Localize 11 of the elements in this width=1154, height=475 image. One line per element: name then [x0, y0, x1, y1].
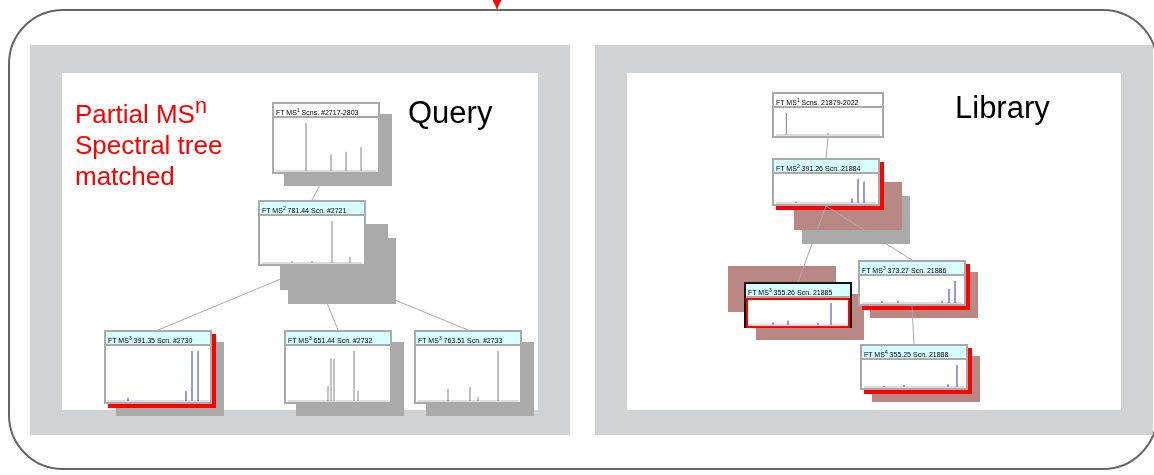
arrow [492, 0, 502, 10]
screenshot-panel [30, 45, 570, 435]
rounded-frame [8, 9, 1154, 470]
connector-line [797, 205, 827, 283]
connector-line [911, 305, 915, 345]
panel-title: Library [955, 90, 1050, 126]
panel-title: Query [408, 95, 493, 131]
connector-line [825, 137, 829, 159]
spectrum-window [772, 92, 884, 138]
annotation-text: Partial MS$^{n}$ Spectral tree matched [75, 92, 224, 192]
screenshot-panel [595, 45, 1153, 435]
